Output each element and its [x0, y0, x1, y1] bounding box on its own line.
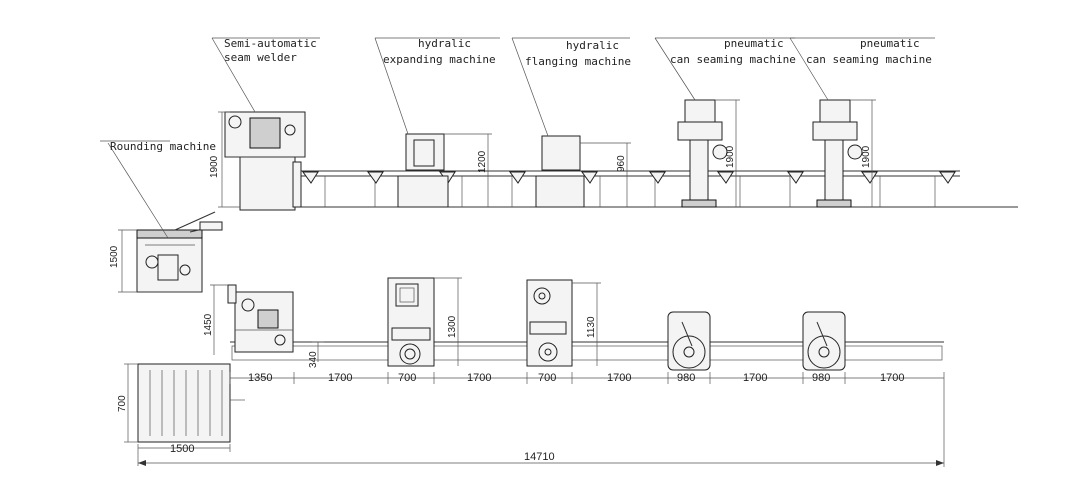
total-length-dim: 14710: [138, 384, 945, 467]
expanding-machine-plan: [387, 277, 435, 367]
rounding-height-dim: 1500: [109, 229, 137, 293]
seaming2-label-line2: can seaming machine: [806, 53, 932, 66]
seaming1-label-line1: pneumatic: [724, 37, 784, 50]
span-6: 1700: [607, 372, 631, 384]
span-2: 1700: [328, 372, 352, 384]
flanging-machine-plan: [526, 279, 573, 367]
span-1: 1350: [248, 372, 272, 384]
flanging-height-value: 960: [616, 155, 627, 172]
seaming2-height-dim: 1900: [850, 99, 876, 207]
table-depth-value: 700: [117, 395, 128, 412]
seaming1-height-dim: 1900: [715, 99, 740, 207]
seaming-machine-2-plan: [802, 311, 846, 371]
flanging-height-dim: 960: [580, 142, 631, 207]
seam-welder-label-line1: Semi-automatic: [224, 37, 317, 50]
flanging-depth-dim: 1130: [572, 282, 601, 366]
expanding-depth-dim: 1300: [434, 277, 462, 366]
flanging-label-line1: hydralic: [566, 39, 619, 52]
span-10: 1700: [880, 372, 904, 384]
welder-height-dim: 1900: [209, 111, 240, 208]
span-5: 700: [538, 372, 556, 384]
conveyor-offset-value: 340: [308, 351, 319, 368]
total-length-value: 14710: [524, 451, 555, 463]
seaming-machine-1-plan: [667, 311, 711, 371]
welder-depth-value: 1450: [203, 313, 214, 336]
expanding-height-value: 1200: [477, 150, 488, 173]
span-4: 1700: [467, 372, 491, 384]
receiving-table: [137, 363, 245, 443]
flanging-label-line2: flanging machine: [525, 55, 631, 68]
expanding-height-dim: 1200: [444, 133, 492, 207]
rounding-height-value: 1500: [109, 245, 120, 268]
seaming2-height-value: 1900: [861, 145, 872, 168]
welder-depth-dim: 1450: [203, 284, 228, 355]
expanding-label-line2: expanding machine: [383, 53, 496, 66]
seam-welder-label-line2: seam welder: [224, 51, 297, 64]
welder-height-value: 1900: [209, 155, 220, 178]
leader-lines: [100, 37, 935, 239]
span-dims: 1350 1700 700 1700 700 1700 980 1700 980…: [229, 372, 945, 384]
span-9: 980: [812, 372, 830, 384]
flanging-machine-elevation: [535, 135, 585, 208]
expanding-depth-value: 1300: [447, 315, 458, 338]
seam-welder-elevation: [224, 111, 306, 211]
expanding-machine-elevation: [397, 133, 449, 208]
rounding-machine-elevation: [136, 211, 223, 293]
conveyor-offset-dim: 340: [308, 341, 324, 368]
table-width-dim: 1500: [137, 443, 231, 466]
expanding-label-line1: hydralic: [418, 37, 471, 50]
plan-view: 700 1500 1450 340: [117, 277, 945, 467]
seaming-machine-1-elevation: [677, 99, 728, 208]
rounding-machine-label: Rounding machine: [110, 140, 216, 153]
seaming1-height-value: 1900: [725, 145, 736, 168]
conveyor-legs: [324, 176, 936, 207]
table-depth-dim: 700: [117, 363, 138, 443]
seaming2-label-line1: pneumatic: [860, 37, 920, 50]
seaming-machine-2-elevation: [812, 99, 863, 208]
seam-welder-plan: [227, 284, 294, 353]
seaming1-label-line2: can seaming machine: [670, 53, 796, 66]
elevation-view: 1500 1900 1200: [100, 37, 1018, 293]
span-3: 700: [398, 372, 416, 384]
table-width-value: 1500: [170, 443, 194, 455]
flanging-depth-value: 1130: [586, 316, 597, 338]
plan-conveyor: [231, 345, 943, 361]
conveyor-guides: [302, 171, 956, 184]
span-8: 1700: [743, 372, 767, 384]
span-7: 980: [677, 372, 695, 384]
